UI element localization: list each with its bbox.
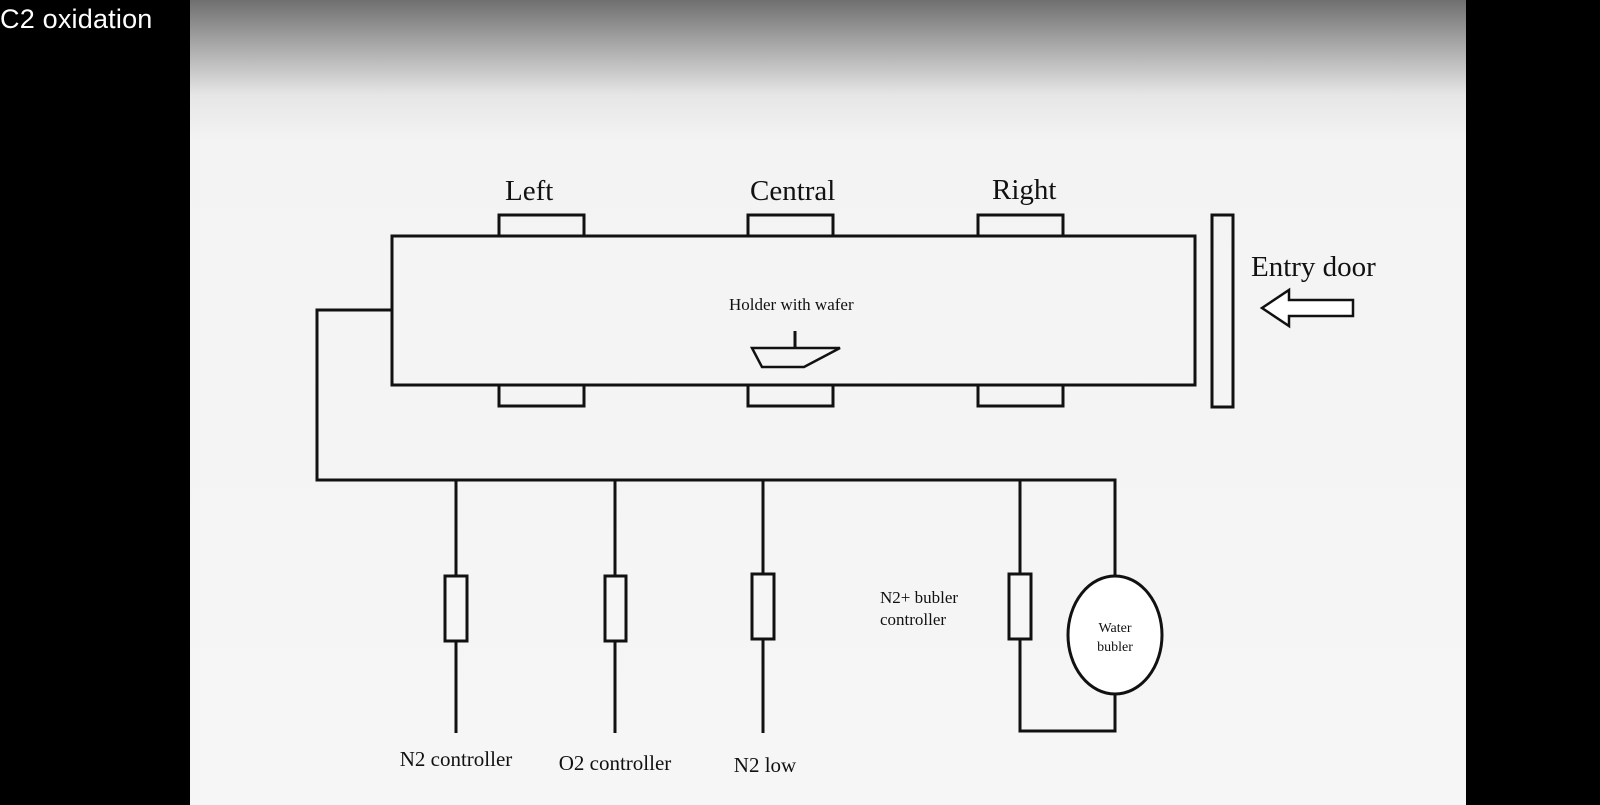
bubbler-controller-valve <box>1007 572 1033 641</box>
heater-right-bottom <box>976 383 1065 408</box>
video-title: C2 oxidation <box>0 4 153 34</box>
bubbler-controller-label-line2: controller <box>880 610 946 629</box>
entry-door-plate <box>1210 213 1235 409</box>
wafer-holder-icon <box>749 346 841 369</box>
slide: Left Central Right Entry door Holder wit… <box>190 0 1466 805</box>
heater-central-bottom <box>746 383 835 408</box>
water-bubbler-label-line2: bubler <box>1097 640 1133 655</box>
bubbler-controller-label-line1: N2+ bubler <box>880 588 958 607</box>
n2-low-label: N2 low <box>734 753 797 777</box>
heater-left-top <box>497 213 586 238</box>
water-bubbler <box>1066 574 1164 696</box>
holder-label: Holder with wafer <box>729 295 854 314</box>
zone-label-central: Central <box>750 175 835 207</box>
o2-controller-label: O2 controller <box>559 751 672 775</box>
zone-label-right: Right <box>992 174 1056 206</box>
n2-low-valve <box>750 572 776 641</box>
furnace-diagram: Left Central Right Entry door Holder wit… <box>315 174 1376 777</box>
water-bubbler-label-line1: Water <box>1098 621 1131 636</box>
heater-left-bottom <box>497 383 586 408</box>
heater-right-top <box>976 213 1065 238</box>
o2-controller-valve <box>603 574 628 643</box>
gas-inlet-line <box>315 308 1117 576</box>
n2-controller-valve <box>443 574 469 643</box>
entry-arrow-icon <box>1259 287 1355 329</box>
zone-label-left: Left <box>505 175 553 207</box>
heater-central-top <box>746 213 835 238</box>
entry-door-label: Entry door <box>1251 251 1376 283</box>
n2-controller-label: N2 controller <box>400 747 513 771</box>
